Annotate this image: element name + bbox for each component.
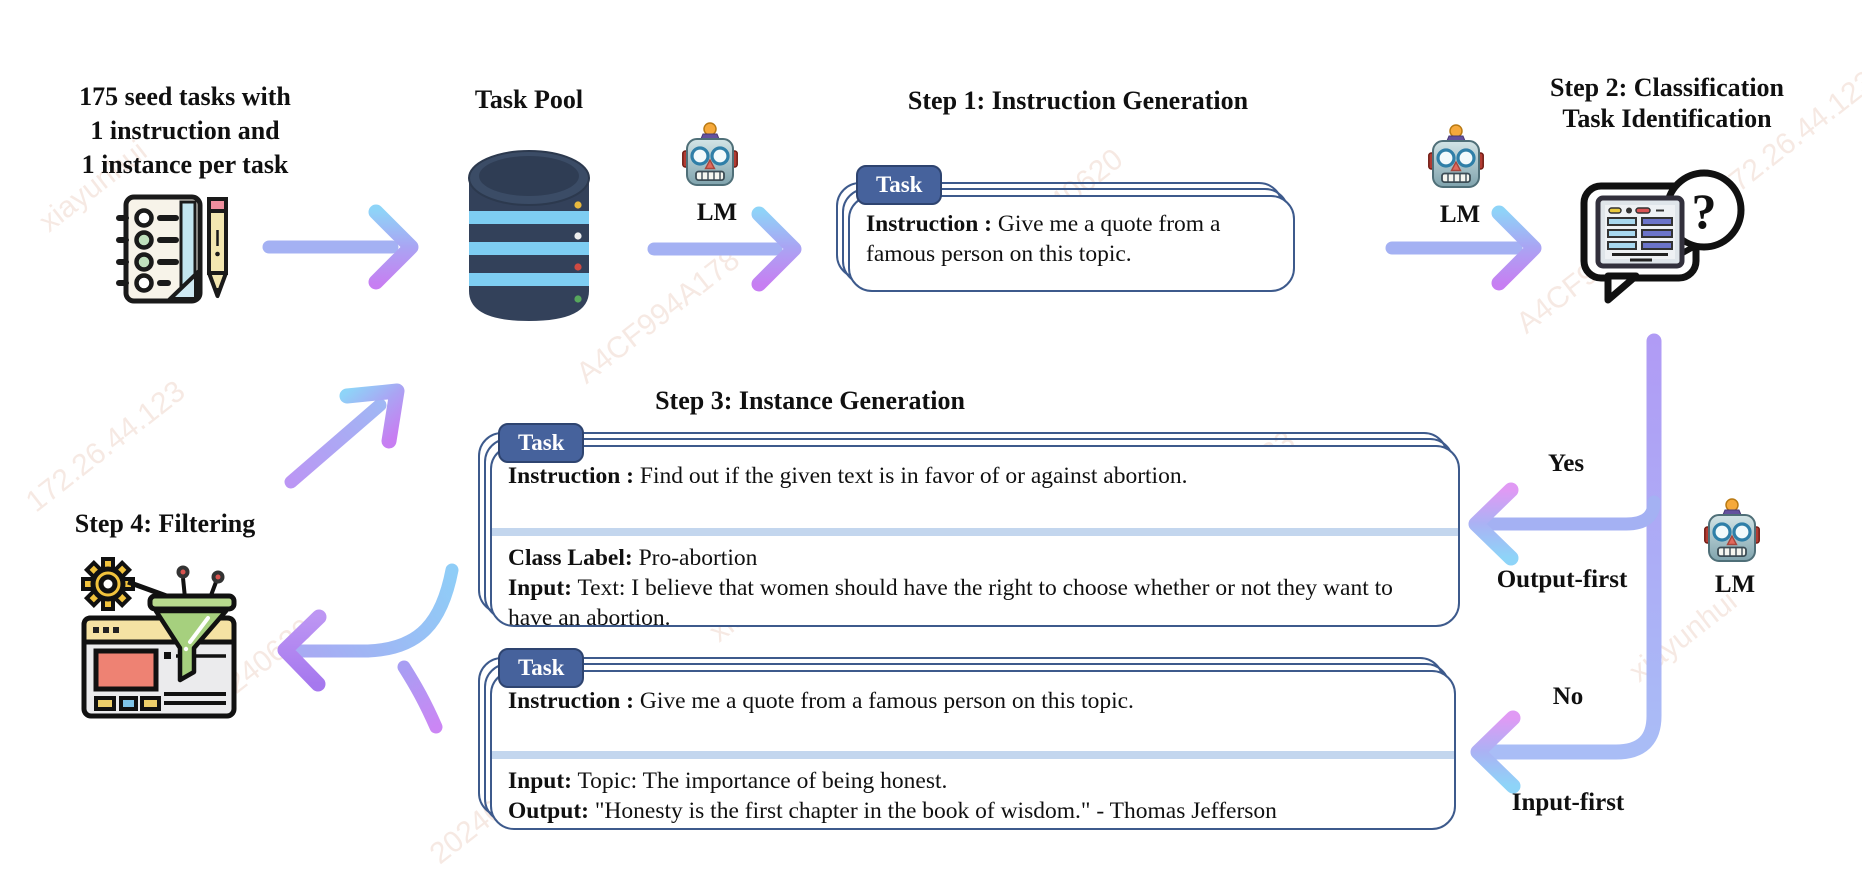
database-icon bbox=[468, 150, 590, 321]
output-row: Output: "Honesty is the first chapter in… bbox=[508, 798, 1277, 824]
lm-robot-icon bbox=[1704, 498, 1760, 564]
svg-text:?: ? bbox=[1692, 183, 1717, 239]
task-card-tab: Task bbox=[498, 648, 585, 688]
arrowhead bbox=[751, 206, 802, 292]
arrowhead bbox=[277, 609, 327, 692]
card-divider bbox=[492, 751, 1454, 759]
arrowhead bbox=[1491, 205, 1542, 291]
arrowhead bbox=[1468, 482, 1519, 566]
filter-browser-icon bbox=[81, 557, 237, 719]
arrow-step2-down-no bbox=[1484, 333, 1662, 760]
arrow-cards-to-step4 bbox=[295, 563, 459, 658]
lm-label: LM bbox=[696, 199, 738, 226]
lm-robot-icon bbox=[1428, 124, 1484, 190]
lm-label: LM bbox=[1714, 571, 1756, 598]
arrowhead bbox=[339, 383, 405, 449]
task-card-tab: Task bbox=[498, 423, 585, 463]
yes-label: Yes bbox=[1547, 450, 1585, 477]
seed-tasks-label: 175 seed tasks with 1 instruction and 1 … bbox=[79, 82, 291, 179]
notebook-pencil-icon bbox=[116, 194, 228, 304]
task-card-tab: Task bbox=[856, 165, 943, 205]
arrowhead bbox=[1470, 710, 1521, 794]
instruction-row: Instruction : Give me a quote from a fam… bbox=[508, 688, 1134, 714]
task-card-generation: Instruction : Give me a quote from a fam… bbox=[478, 648, 1456, 830]
input-first-label: Input-first bbox=[1511, 789, 1625, 816]
output-first-label: Output-first bbox=[1496, 566, 1628, 593]
arrowhead bbox=[368, 204, 419, 290]
input-row: Input: Text: I believe that women should… bbox=[508, 575, 1393, 627]
class-label-row: Class Label: Pro-abortion bbox=[508, 545, 758, 571]
arrow-yes-branch bbox=[1483, 495, 1661, 531]
lm-robot-icon bbox=[682, 122, 738, 188]
instruction-row: Instruction : Give me a quote from a fam… bbox=[866, 211, 1221, 267]
arrow-step4-to-pool bbox=[284, 398, 387, 489]
step4-title: Step 4: Filtering bbox=[74, 509, 256, 538]
step3-title: Step 3: Instance Generation bbox=[655, 386, 965, 415]
task-card-classification: Instruction : Find out if the given text… bbox=[478, 423, 1460, 627]
chat-question-icon: ? bbox=[1580, 169, 1745, 304]
instruction-row: Instruction : Find out if the given text… bbox=[508, 463, 1188, 489]
card-divider bbox=[492, 528, 1458, 536]
step2-title: Step 2: Classification Task Identificati… bbox=[1550, 73, 1784, 133]
step1-title: Step 1: Instruction Generation bbox=[907, 86, 1249, 115]
no-label: No bbox=[1552, 683, 1584, 710]
task-card-step1: Instruction : Give me a quote from a fam… bbox=[836, 165, 1295, 292]
arrow-curve-lower bbox=[397, 660, 443, 734]
lm-label: LM bbox=[1439, 201, 1481, 228]
input-row: Input: Topic: The importance of being ho… bbox=[508, 768, 948, 794]
task-pool-title: Task Pool bbox=[474, 85, 584, 114]
